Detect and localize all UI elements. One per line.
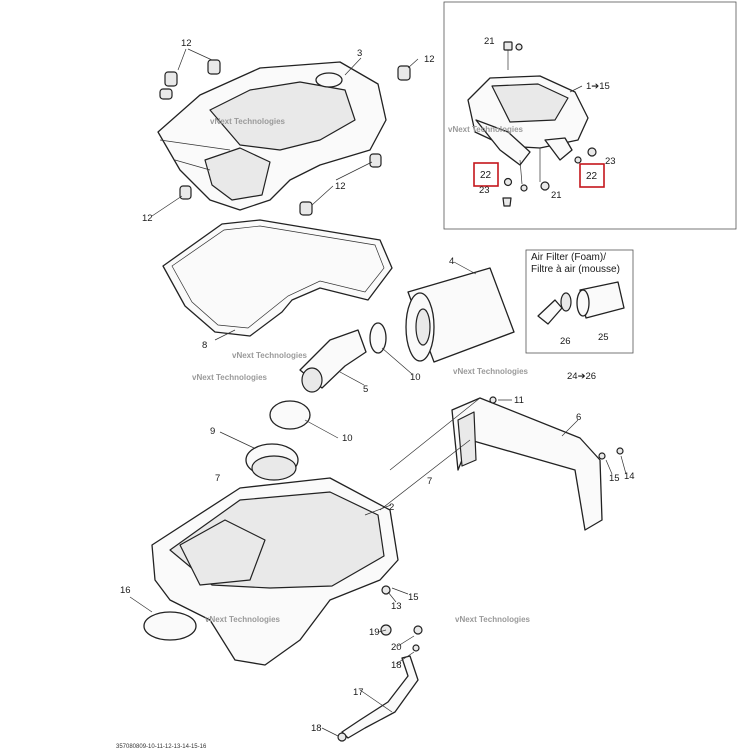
gasket [162, 219, 393, 337]
callout-12: 12 [142, 213, 153, 224]
clips-12 [159, 59, 411, 216]
inset-title-line2: Filtre à air (mousse) [531, 264, 620, 275]
callout-11: 11 [514, 395, 524, 406]
inset-foam-filter-box [525, 249, 634, 354]
callout-15: 15 [609, 473, 620, 484]
callout-22-right: 22 [586, 171, 598, 182]
callout-25: 25 [598, 332, 609, 343]
callout-19: 19 [369, 627, 380, 638]
airbox-cover [157, 61, 387, 211]
callout-22-left: 22 [480, 170, 492, 181]
watermark: vNext Technologies [232, 351, 308, 360]
callout-13: 13 [391, 601, 402, 612]
watermark: vNext Technologies [455, 615, 531, 624]
callout-7: 7 [427, 476, 432, 487]
callout-26: 26 [560, 336, 571, 347]
inset-assembly-box [443, 1, 737, 230]
highlight-box-22-right [579, 163, 605, 188]
callout-5: 5 [363, 384, 368, 395]
callout-2: 2 [389, 502, 394, 513]
drain-hose [341, 655, 419, 739]
callout-18: 18 [391, 660, 402, 671]
callout-7: 7 [215, 473, 220, 484]
inset-title-line1: Air Filter (Foam)/ [531, 252, 606, 263]
air-duct [379, 397, 603, 531]
callout-9: 9 [210, 426, 215, 437]
callout-4: 4 [449, 256, 454, 267]
callout-1-15: 1➔15 [586, 81, 610, 92]
callout-12: 12 [181, 38, 192, 49]
main-callouts: 12 3 12 12 12 4 8 10 5 11 6 9 10 7 7 14 … [120, 38, 635, 734]
inset-callouts: 21 1➔15 23 22 22 23 21 [473, 36, 616, 201]
callout-12: 12 [424, 54, 435, 65]
callout-17: 17 [353, 687, 364, 698]
callout-15: 15 [408, 592, 419, 603]
callout-12: 12 [335, 181, 346, 192]
callout-21: 21 [484, 36, 495, 47]
intake-boot [245, 322, 387, 481]
watermark: vNext Technologies [210, 117, 286, 126]
air-filter [405, 267, 515, 363]
watermark: vNext Technologies [205, 615, 281, 624]
callout-16: 16 [120, 585, 131, 596]
callout-21: 21 [551, 190, 562, 201]
callout-23: 23 [605, 156, 616, 167]
callout-3: 3 [357, 48, 362, 59]
callout-10: 10 [342, 433, 353, 444]
callout-8: 8 [202, 340, 207, 351]
clamp [143, 611, 197, 641]
figure-code: 357080809-10-11-12-13-14-15-16 [116, 744, 207, 750]
callout-6: 6 [576, 412, 581, 423]
leader-lines [129, 48, 627, 737]
callout-18: 18 [311, 723, 322, 734]
foam-filter-drawing [537, 281, 625, 325]
callout-23: 23 [479, 185, 490, 196]
watermark: vNext Technologies [448, 125, 524, 134]
watermarks: vNext Technologies vNext Technologies vN… [192, 117, 531, 624]
highlight-box-22-left [473, 162, 499, 187]
air-box [151, 477, 399, 666]
callout-20: 20 [391, 642, 402, 653]
callout-24-26: 24➔26 [567, 371, 596, 382]
callout-10: 10 [410, 372, 421, 383]
inset-airbox-drawing [467, 41, 597, 207]
watermark: vNext Technologies [453, 367, 529, 376]
watermark: vNext Technologies [192, 373, 268, 382]
callout-14: 14 [624, 471, 635, 482]
